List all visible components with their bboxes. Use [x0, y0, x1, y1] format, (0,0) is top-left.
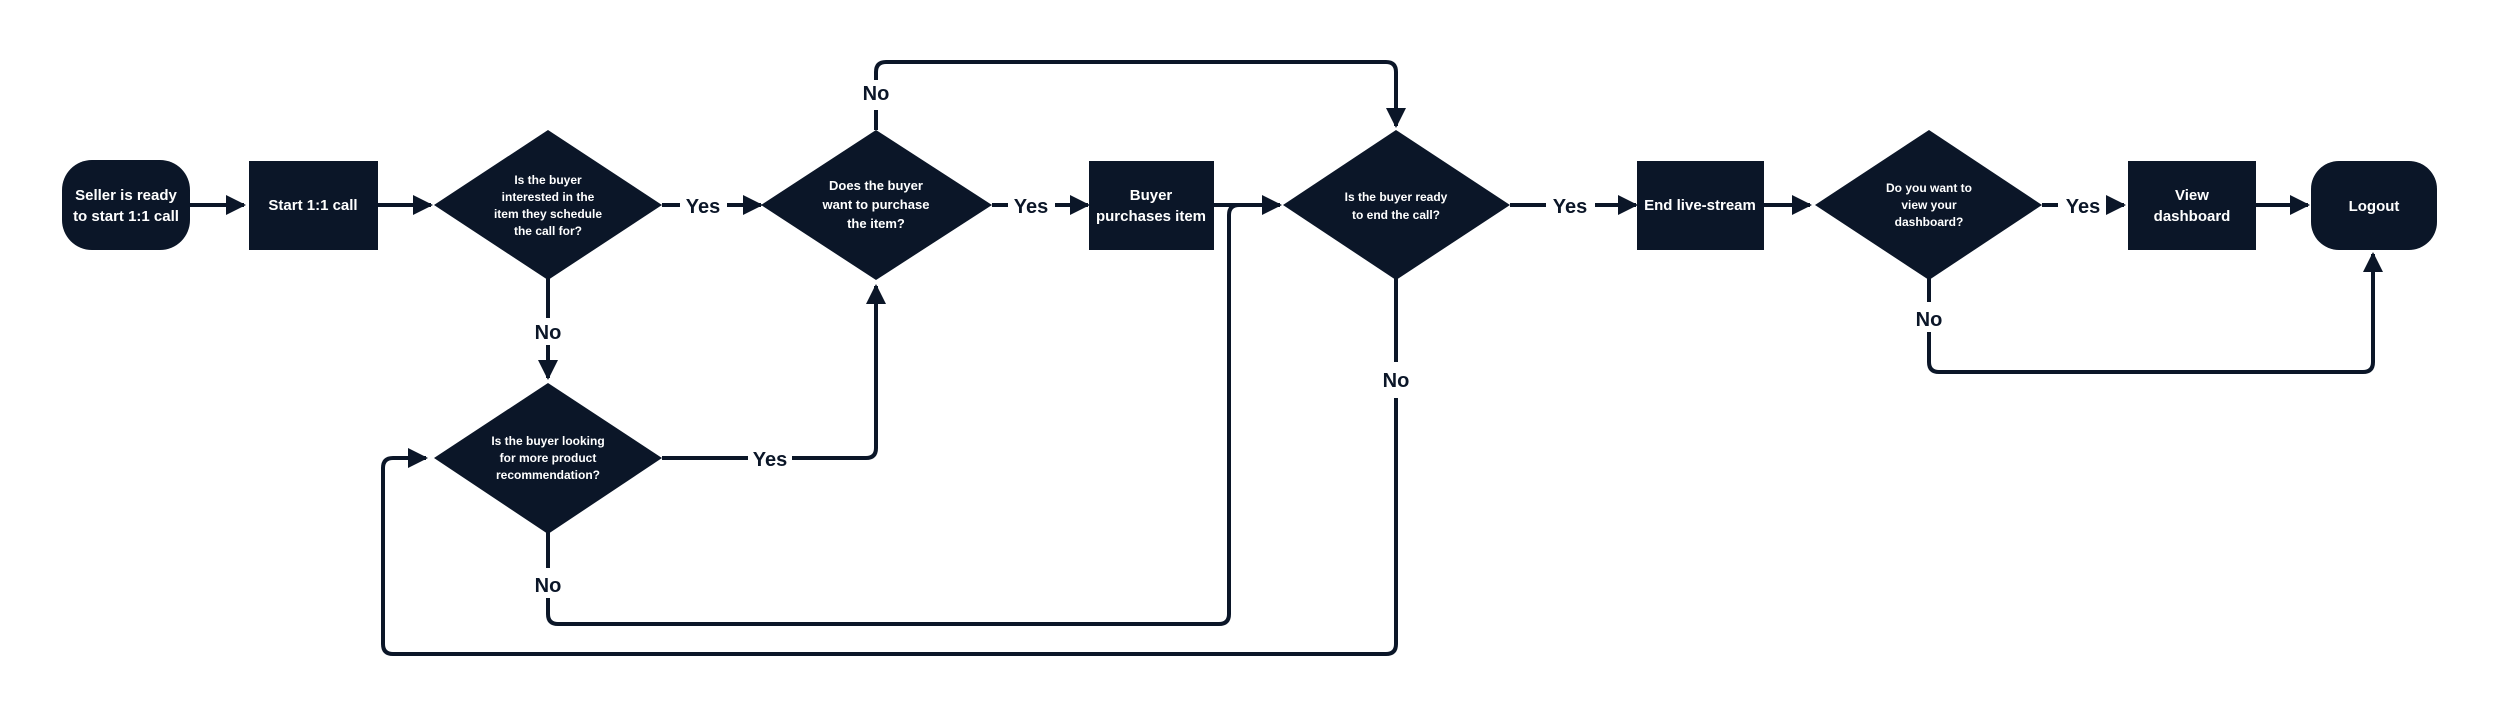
node-q-purchase-line1: Does the buyer: [829, 178, 923, 193]
node-q-dashboard-line2: view your: [1901, 198, 1957, 212]
edge-dashboard-no-loop: [1927, 252, 2383, 374]
label-interested-no: No: [535, 322, 562, 344]
node-buyer-purchases: Buyer purchases item: [1089, 161, 1214, 250]
edge-endcall-no-loop: [381, 398, 1398, 656]
node-view-dashboard-line2: dashboard: [2154, 208, 2231, 225]
node-q-interested-line2: interested in the: [502, 190, 595, 204]
node-q-interested-line1: Is the buyer: [514, 173, 582, 187]
label-dashboard-no: No: [1916, 309, 1943, 331]
node-buyer-purchases-line2: purchases item: [1096, 208, 1206, 225]
edge-purchase-no-b: [874, 60, 1406, 128]
buyer-purchases-box: [1089, 161, 1214, 250]
node-q-end-call-line1: Is the buyer ready: [1345, 190, 1448, 204]
label-interested-yes: Yes: [686, 196, 720, 218]
node-buyer-purchases-line1: Buyer: [1130, 187, 1173, 204]
label-dashboard-yes: Yes: [2066, 196, 2100, 218]
node-start-line1: Seller is ready: [75, 187, 177, 204]
node-q-purchase: Does the buyer want to purchase the item…: [761, 130, 992, 280]
node-q-more-reco-line1: Is the buyer looking: [491, 434, 604, 448]
node-q-purchase-line3: the item?: [847, 216, 905, 231]
node-q-more-reco-line3: recommendation?: [496, 468, 600, 482]
node-q-purchase-line2: want to purchase: [822, 197, 930, 212]
node-q-end-call: Is the buyer ready to end the call?: [1283, 130, 1510, 280]
label-reco-yes: Yes: [753, 449, 787, 471]
node-q-more-reco: Is the buyer looking for more product re…: [434, 383, 662, 534]
q-dashboard-diamond: [1815, 130, 2042, 280]
label-purchase-yes: Yes: [1014, 196, 1048, 218]
q-interested-diamond: [434, 130, 662, 280]
node-start: Seller is ready to start 1:1 call: [62, 160, 190, 250]
edge-reco-no-loop: [546, 203, 1240, 626]
q-more-reco-diamond: [434, 383, 662, 534]
node-q-dashboard: Do you want to view your dashboard?: [1815, 130, 2042, 280]
node-view-dashboard: View dashboard: [2128, 161, 2256, 250]
node-start-call-label: Start 1:1 call: [268, 197, 357, 214]
label-endcall-yes: Yes: [1553, 196, 1587, 218]
edge-reco-yes-b: [792, 284, 886, 460]
node-start-call: Start 1:1 call: [249, 161, 378, 250]
node-view-dashboard-line1: View: [2175, 187, 2209, 204]
q-end-call-diamond: [1283, 130, 1510, 280]
node-logout: Logout: [2311, 161, 2437, 250]
view-dashboard-box: [2128, 161, 2256, 250]
node-q-interested-line4: the call for?: [514, 224, 582, 238]
node-q-interested: Is the buyer interested in the item they…: [434, 130, 662, 280]
label-reco-no: No: [535, 575, 562, 597]
end-livestream-box: [1637, 161, 1764, 250]
node-q-dashboard-line3: dashboard?: [1895, 215, 1964, 229]
node-q-dashboard-line1: Do you want to: [1886, 181, 1972, 195]
label-endcall-no: No: [1383, 370, 1410, 392]
node-q-end-call-line2: to end the call?: [1352, 208, 1440, 222]
node-start-line2: to start 1:1 call: [73, 208, 179, 225]
q-purchase-diamond: [761, 130, 992, 280]
edge-labels: Yes Yes Yes Yes Yes No No No No No: [535, 83, 2101, 597]
logout-terminal-shape: [2311, 161, 2437, 250]
node-end-livestream-label: End live-stream: [1644, 197, 1756, 214]
label-purchase-no: No: [863, 83, 890, 105]
connectors: [190, 60, 2383, 656]
node-q-more-reco-line2: for more product: [500, 451, 597, 465]
node-q-interested-line3: item they schedule: [494, 207, 602, 221]
start-terminal-shape: [62, 160, 190, 250]
node-logout-label: Logout: [2349, 198, 2400, 215]
start-call-box: [249, 161, 378, 250]
node-end-livestream: End live-stream: [1637, 161, 1764, 250]
